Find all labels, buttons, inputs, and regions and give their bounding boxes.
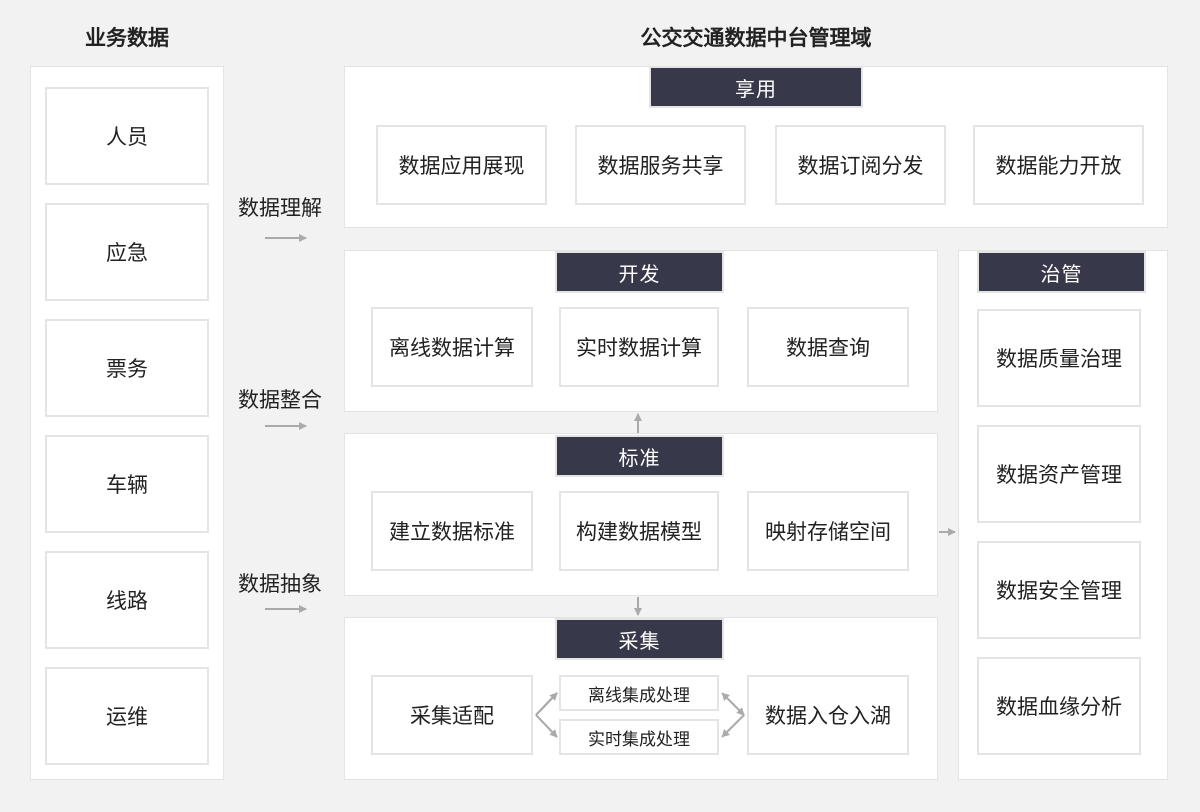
collect-adapter: 采集适配	[371, 675, 533, 755]
standard-tag: 标准	[555, 435, 724, 477]
consume-tag: 享用	[649, 66, 863, 108]
collect-realtime-process: 实时集成处理	[559, 719, 719, 755]
develop-tag: 开发	[555, 251, 724, 293]
flow-label-integrate: 数据整合	[238, 388, 322, 412]
standard-item-storage: 映射存储空间	[747, 491, 909, 571]
business-item-ticketing: 票务	[45, 319, 209, 417]
governance-tag: 治管	[977, 251, 1146, 293]
collect-tag: 采集	[555, 618, 724, 660]
arrow-target-to-offline-head	[722, 693, 730, 701]
business-data-title: 业务数据	[85, 26, 169, 50]
develop-item-offline: 离线数据计算	[371, 307, 533, 387]
consume-item-app-display: 数据应用展现	[376, 125, 547, 205]
business-item-personnel: 人员	[45, 87, 209, 185]
governance-item-asset: 数据资产管理	[977, 425, 1141, 523]
business-item-routes: 线路	[45, 551, 209, 649]
arrow-adapter-to-realtime	[535, 714, 558, 738]
collect-offline-process: 离线集成处理	[559, 675, 719, 711]
consume-item-service-share: 数据服务共享	[575, 125, 746, 205]
flow-label-understand: 数据理解	[238, 196, 322, 220]
governance-item-security: 数据安全管理	[977, 541, 1141, 639]
develop-item-realtime: 实时数据计算	[559, 307, 719, 387]
business-item-operations: 运维	[45, 667, 209, 765]
governance-item-quality: 数据质量治理	[977, 309, 1141, 407]
arrow-offline-to-adapter	[535, 692, 558, 716]
collect-target-warehouse: 数据入仓入湖	[747, 675, 909, 755]
flow-label-abstract: 数据抽象	[238, 572, 322, 596]
platform-title: 公交交通数据中台管理域	[640, 26, 872, 50]
arrow-target-to-realtime-head	[722, 729, 730, 737]
business-data-panel	[30, 66, 224, 780]
business-item-emergency: 应急	[45, 203, 209, 301]
consume-item-capability-open: 数据能力开放	[973, 125, 1144, 205]
develop-item-query: 数据查询	[747, 307, 909, 387]
business-item-vehicles: 车辆	[45, 435, 209, 533]
standard-item-establish: 建立数据标准	[371, 491, 533, 571]
consume-item-subscribe: 数据订阅分发	[775, 125, 946, 205]
governance-item-lineage: 数据血缘分析	[977, 657, 1141, 755]
standard-item-model: 构建数据模型	[559, 491, 719, 571]
